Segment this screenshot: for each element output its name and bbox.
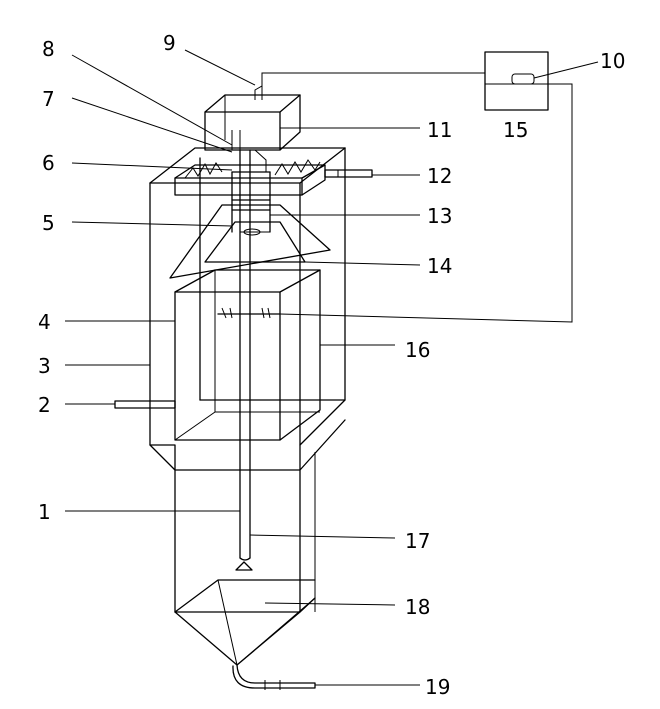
label-13: 13 <box>427 204 452 228</box>
label-10: 10 <box>600 49 625 73</box>
outer-shell <box>149 147 346 666</box>
probe-element <box>217 307 281 319</box>
label-18: 18 <box>405 595 430 619</box>
bottom-outlet <box>232 664 316 690</box>
label-14: 14 <box>427 254 452 278</box>
label-1: 1 <box>38 500 51 524</box>
label-2: 2 <box>38 393 51 417</box>
inlet-pipe <box>114 400 176 409</box>
label-8: 8 <box>42 37 55 61</box>
label-7: 7 <box>42 87 55 111</box>
label-19: 19 <box>425 675 450 699</box>
label-15: 15 <box>503 118 528 142</box>
central-tube <box>231 85 271 571</box>
controller-box <box>484 51 549 111</box>
inner-vessel <box>174 269 321 441</box>
wiring <box>261 72 573 323</box>
outlet-pipe <box>324 169 373 178</box>
label-3: 3 <box>38 354 51 378</box>
label-4: 4 <box>38 310 51 334</box>
label-12: 12 <box>427 164 452 188</box>
leader-lines <box>65 49 599 686</box>
label-17: 17 <box>405 529 430 553</box>
top-box <box>204 94 301 151</box>
label-5: 5 <box>42 211 55 235</box>
label-16: 16 <box>405 338 430 362</box>
labels: 8 7 6 5 4 3 2 1 9 10 11 12 13 14 15 16 1… <box>38 31 625 699</box>
label-6: 6 <box>42 151 55 175</box>
label-11: 11 <box>427 118 452 142</box>
label-9: 9 <box>163 31 176 55</box>
